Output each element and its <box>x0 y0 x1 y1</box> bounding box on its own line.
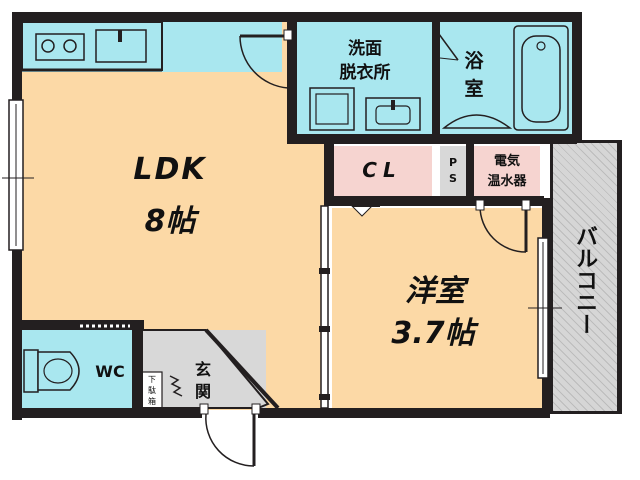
bottom-wall-right <box>258 408 550 418</box>
western-room-floor <box>332 208 542 410</box>
entrance-door-arc <box>205 413 255 467</box>
wc-right-wall <box>132 320 142 418</box>
ps-shaft-floor <box>440 146 466 196</box>
toilet-tank <box>23 349 39 393</box>
washroom-label-line1: 洗面 <box>348 39 382 59</box>
bath-label-line2: 室 <box>464 78 484 100</box>
western-room-size-label: 3.7帖 <box>391 316 475 351</box>
sliding-partition <box>320 205 329 409</box>
closet-bottom-wall <box>324 196 544 206</box>
top-wall <box>12 12 582 22</box>
closet-left-wall <box>324 134 334 204</box>
stove <box>35 33 85 61</box>
washroom-label-line2: 脱衣所 <box>339 63 391 83</box>
western-room-name-label: 洋室 <box>405 274 465 309</box>
balcony-label: バルコニー <box>572 225 597 335</box>
bath-divider-wall <box>432 22 440 142</box>
ldk-size-label: 8帖 <box>144 204 196 239</box>
toilet-bowl <box>37 351 80 391</box>
washroom-door-arc <box>239 35 289 89</box>
wc-top-wall <box>12 320 144 330</box>
ps-label-line1: P <box>448 156 458 169</box>
heater-door-arc <box>479 205 527 253</box>
bath-label-line1: 浴 <box>464 50 484 72</box>
closet-label: CL <box>362 158 402 182</box>
closet-floor <box>332 146 432 196</box>
bath-basin <box>441 114 513 129</box>
ps-label-line2: S <box>449 172 457 185</box>
right-upper-wall <box>572 12 582 142</box>
shoe-box-label-line3: 箱 <box>148 397 156 406</box>
entrance-label-line2: 関 <box>194 382 211 401</box>
wc-label: WC <box>95 362 125 381</box>
bottom-wall-left <box>12 408 202 418</box>
water-heater-label-line1: 電気 <box>493 154 520 169</box>
ps-divider-wall <box>466 144 474 200</box>
washer-pan <box>309 87 355 131</box>
entrance-label-line1: 玄 <box>194 360 211 379</box>
bathtub <box>513 25 569 131</box>
water-heater-label-line2: 温水器 <box>487 174 527 189</box>
washroom-wall <box>287 22 297 142</box>
shoe-box-label-line2: 駄 <box>148 386 156 395</box>
ldk-floor <box>22 22 324 322</box>
shoe-box-label-line1: 下 <box>148 375 156 384</box>
water-heater-floor <box>474 146 540 196</box>
balcony-floor <box>550 140 622 414</box>
ldk-name-label: LDK <box>133 152 207 187</box>
